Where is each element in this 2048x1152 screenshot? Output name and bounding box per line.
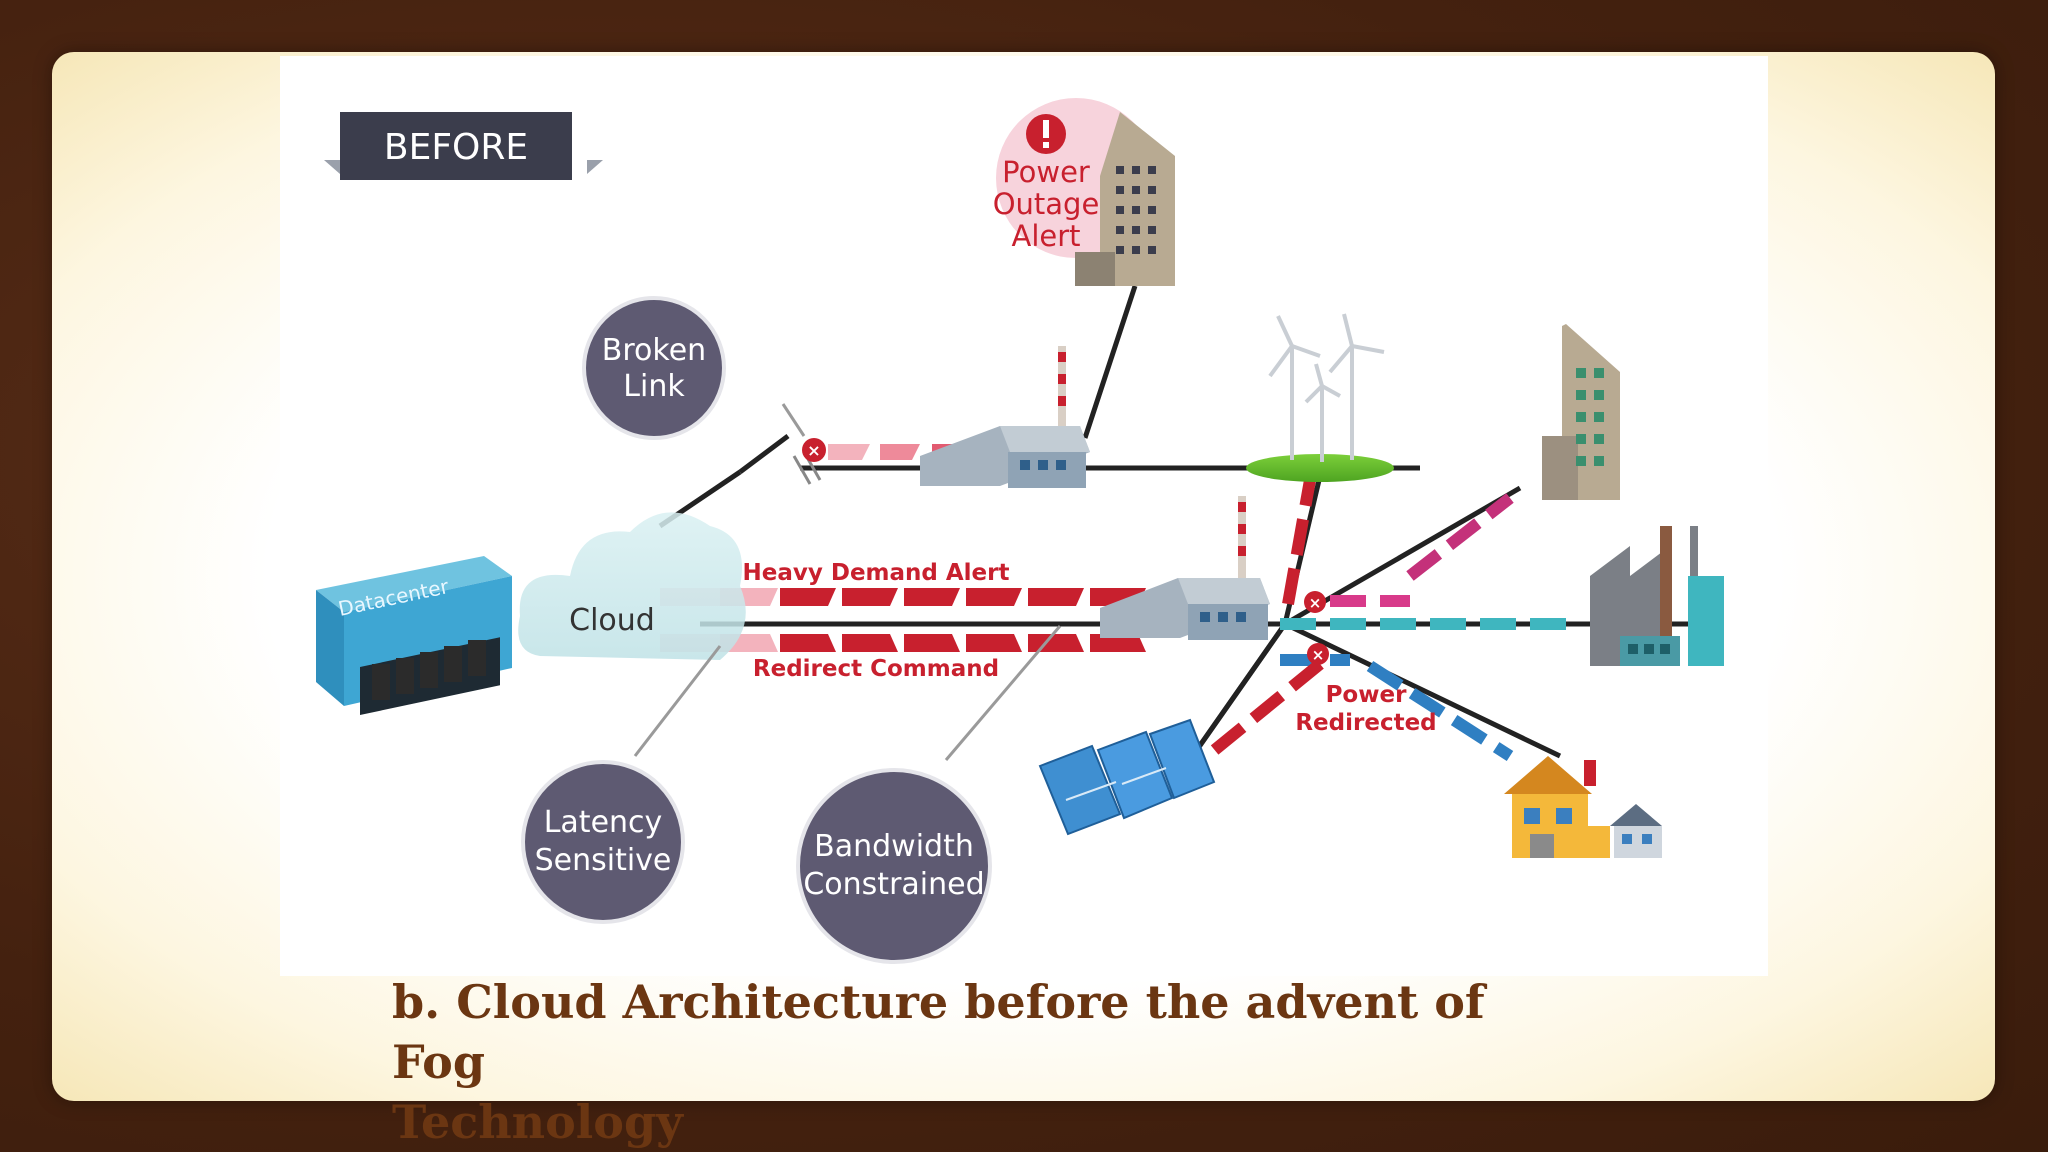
fog-diagram: BEFORE × xyxy=(280,56,1768,976)
bandwidth-line1: Bandwidth xyxy=(814,829,974,864)
bandwidth-callout: Bandwidth Constrained xyxy=(796,768,992,964)
factory-icon xyxy=(1590,526,1724,666)
bandwidth-line2: Constrained xyxy=(803,867,984,902)
callout-pointers xyxy=(633,403,1062,761)
latency-line2: Sensitive xyxy=(535,843,672,878)
datacenter-icon: Datacenter xyxy=(316,556,512,715)
svg-text:×: × xyxy=(1309,594,1322,612)
solar-panels-icon xyxy=(1038,718,1216,836)
redirect-label: Redirect Command xyxy=(753,656,999,682)
broken-link-line2: Link xyxy=(623,369,685,404)
office-building-top-icon xyxy=(1075,112,1175,286)
svg-text:×: × xyxy=(807,441,820,460)
broken-link-marker: × xyxy=(792,438,826,485)
office-building-right-icon xyxy=(1542,324,1620,500)
cloud-shape: Cloud xyxy=(518,512,746,660)
power-plant-upper-icon xyxy=(920,346,1090,488)
caption-line2: Technology xyxy=(392,1095,683,1149)
power-outage-line2: Outage xyxy=(993,187,1100,221)
svg-text:×: × xyxy=(1312,646,1325,664)
right-x-markers: × × xyxy=(1304,591,1329,665)
houses-icon xyxy=(1504,756,1662,858)
before-badge: BEFORE xyxy=(324,112,603,180)
broken-link-line1: Broken xyxy=(602,333,706,368)
broken-link-callout: Broken Link xyxy=(582,296,726,440)
power-plant-lower-icon xyxy=(1100,496,1270,640)
power-redirected-line2: Redirected xyxy=(1295,710,1436,736)
heavy-demand-label: Heavy Demand Alert xyxy=(742,560,1009,586)
caption-line1: b. Cloud Architecture before the advent … xyxy=(392,975,1485,1089)
latency-callout: Latency Sensitive xyxy=(521,760,685,924)
right-flows xyxy=(1191,478,1570,771)
power-outage-line1: Power xyxy=(1002,155,1090,189)
cloud-label: Cloud xyxy=(569,603,655,638)
slide-caption: b. Cloud Architecture before the advent … xyxy=(392,972,1592,1152)
wind-farm-icon xyxy=(1246,313,1394,482)
latency-line1: Latency xyxy=(544,805,663,840)
diagram-canvas: BEFORE × xyxy=(316,98,1724,964)
power-outage-line3: Alert xyxy=(1011,219,1080,253)
before-label: BEFORE xyxy=(384,127,528,168)
power-redirected-line1: Power xyxy=(1326,682,1408,708)
network-links xyxy=(658,285,1700,776)
